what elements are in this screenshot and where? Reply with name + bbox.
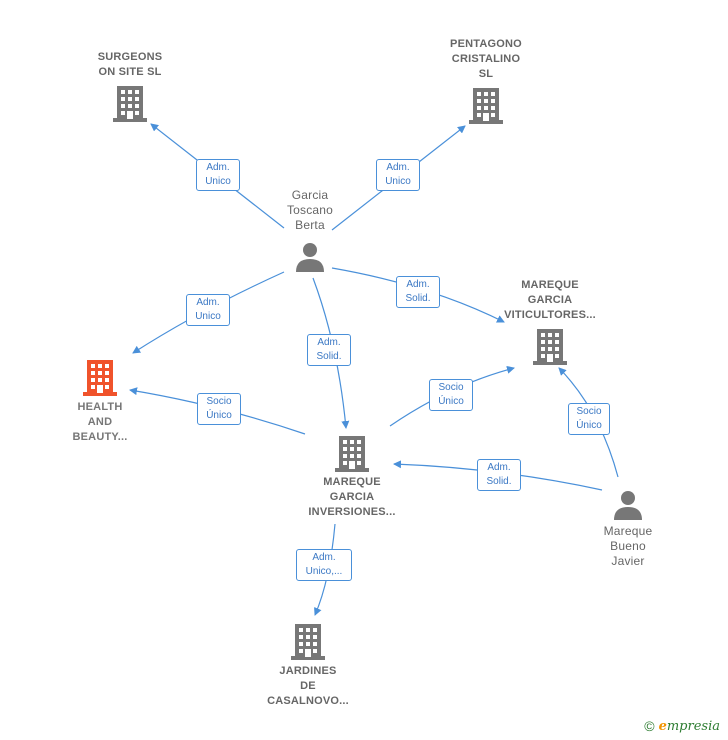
relation-badge-garcia-inversiones[interactable]: Adm. Solid.	[307, 334, 351, 366]
relation-line: Único	[576, 420, 602, 431]
logo-e: e	[658, 719, 667, 734]
relation-badge-garcia-pentagono[interactable]: Adm. Unico	[376, 159, 420, 191]
building-icon	[533, 329, 567, 365]
relation-line: Unico	[385, 176, 411, 187]
relation-badge-bueno-viticultores[interactable]: Socio Único	[568, 403, 610, 435]
relation-line: Socio	[576, 406, 602, 417]
relation-badge-garcia-health[interactable]: Adm. Unico	[186, 294, 230, 326]
relation-line: Adm.	[196, 297, 220, 308]
person-icon	[614, 491, 642, 520]
node-label-line: INVERSIONES...	[308, 506, 396, 518]
node-label-line: ON SITE SL	[98, 66, 162, 78]
relation-line: Socio	[206, 396, 232, 407]
node-label-line: HEALTH	[77, 401, 123, 413]
relation-line: Adm.	[317, 337, 341, 348]
node-label-line: AND	[87, 416, 113, 428]
node-label-line: PENTAGONO	[450, 38, 522, 50]
relation-line: Unico	[205, 176, 231, 187]
relation-badge-inversiones-jardines[interactable]: Adm. Unico,...	[296, 549, 352, 581]
building-icon	[291, 624, 325, 660]
node-label-line: VITICULTORES...	[504, 309, 596, 321]
building-icon	[83, 360, 117, 396]
relation-line: Solid.	[316, 351, 342, 362]
node-label-line: Mareque	[603, 524, 653, 538]
relation-line: Adm.	[386, 162, 410, 173]
relation-badge-inversiones-viticultores[interactable]: Socio Único	[429, 379, 473, 411]
building-icon	[113, 86, 147, 122]
node-label-line: Garcia	[291, 188, 329, 202]
relation-line: Unico	[195, 311, 221, 322]
relation-line: Adm.	[312, 552, 336, 563]
node-label-line: MAREQUE	[323, 476, 381, 488]
person-icon	[296, 243, 324, 272]
node-health-and-beauty[interactable]: HEALTH AND BEAUTY...	[55, 360, 145, 445]
node-label-line: Javier	[611, 554, 645, 568]
logo-text: mpresia	[666, 719, 720, 734]
node-label-line: CASALNOVO...	[267, 695, 349, 707]
empresia-logo: © empresia	[644, 718, 720, 734]
node-mareque-bueno-javier[interactable]: Mareque Bueno Javier	[588, 489, 668, 569]
node-label-line: GARCIA	[527, 294, 573, 306]
relation-line: Solid.	[486, 476, 512, 487]
node-mareque-garcia-inversiones[interactable]: MAREQUE GARCIA INVERSIONES...	[297, 436, 407, 520]
node-label-line: SURGEONS	[97, 51, 163, 63]
relation-badge-garcia-surgeons[interactable]: Adm. Unico	[196, 159, 240, 191]
node-label-line: SL	[478, 68, 494, 80]
node-label-line: GARCIA	[329, 491, 375, 503]
relation-line: Único	[438, 396, 464, 407]
node-jardines-de-casalnovo[interactable]: JARDINES DE CASALNOVO...	[253, 624, 363, 709]
node-label-line: BEAUTY...	[72, 431, 128, 443]
node-label-line: CRISTALINO	[451, 53, 521, 65]
relation-line: Adm.	[487, 462, 511, 473]
node-garcia-toscano-berta[interactable]: Garcia Toscano Berta	[265, 188, 355, 273]
building-icon	[335, 436, 369, 472]
node-surgeons-on-site[interactable]: SURGEONS ON SITE SL	[80, 50, 180, 122]
node-label-line: JARDINES	[279, 665, 337, 677]
node-label-line: DE	[300, 680, 316, 692]
relation-badge-bueno-inversiones[interactable]: Adm. Solid.	[477, 459, 521, 491]
relation-line: Unico,...	[305, 566, 343, 577]
copyright-symbol: ©	[644, 718, 655, 734]
relation-line: Único	[206, 410, 232, 421]
node-label-line: Toscano	[286, 203, 334, 217]
node-pentagono-cristalino[interactable]: PENTAGONO CRISTALINO SL	[436, 37, 536, 124]
node-label-line: Bueno	[610, 539, 646, 553]
building-icon	[469, 88, 503, 124]
relation-line: Socio	[438, 382, 464, 393]
node-label-line: MAREQUE	[521, 279, 579, 291]
relation-badge-garcia-viticultores[interactable]: Adm. Solid.	[396, 276, 440, 308]
relation-line: Adm.	[406, 279, 430, 290]
relation-badge-inversiones-health[interactable]: Socio Único	[197, 393, 241, 425]
relation-line: Solid.	[405, 293, 431, 304]
relation-line: Adm.	[206, 162, 230, 173]
node-mareque-garcia-viticultores[interactable]: MAREQUE GARCIA VITICULTORES...	[495, 278, 605, 365]
node-label-line: Berta	[295, 218, 325, 232]
